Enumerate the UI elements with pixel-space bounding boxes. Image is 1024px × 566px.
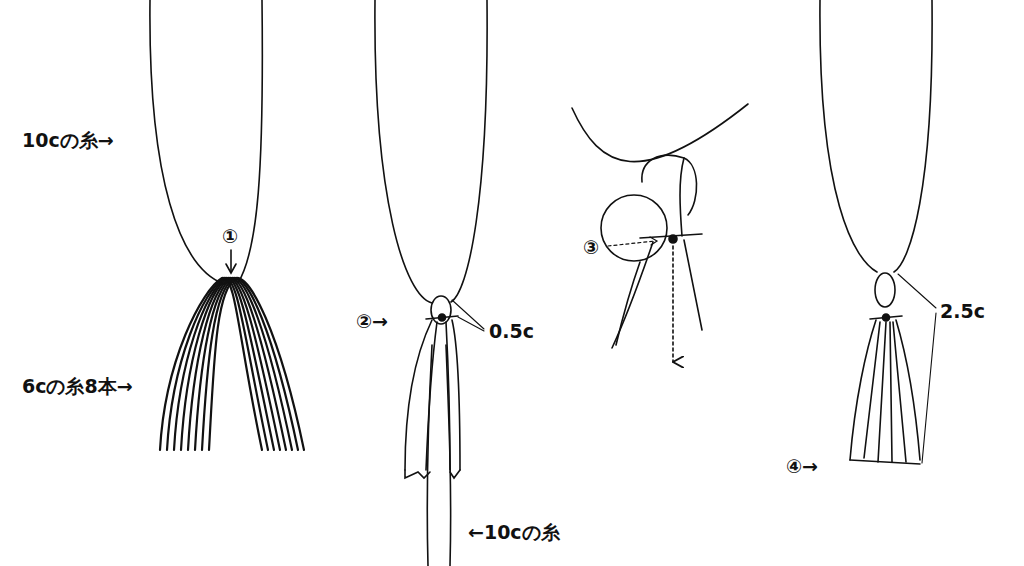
thread-10c bbox=[150, 0, 224, 284]
tassel-fringe bbox=[850, 460, 920, 464]
tassel-strand bbox=[616, 262, 640, 345]
tassel-strand bbox=[684, 240, 702, 330]
dimension: 0.5c bbox=[489, 322, 534, 341]
wrap-loop bbox=[601, 195, 667, 261]
knot-dot bbox=[883, 314, 890, 321]
callout-number: ④→ bbox=[786, 457, 818, 476]
tassel-fringe bbox=[405, 470, 460, 478]
loop bbox=[875, 273, 895, 307]
callout-number: ②→ bbox=[356, 312, 388, 331]
knot-loop bbox=[642, 155, 697, 215]
tassel-strand bbox=[890, 322, 892, 462]
knot-dot bbox=[439, 314, 446, 321]
tassel-strand bbox=[612, 242, 653, 348]
part-label: 10cの糸→ bbox=[22, 131, 114, 150]
knot-loop bbox=[680, 158, 684, 236]
callout-number: ① bbox=[222, 227, 238, 246]
tassel-strand bbox=[893, 322, 906, 462]
tassel-strands bbox=[864, 322, 906, 462]
thread-10c bbox=[238, 0, 262, 283]
tassel-outline bbox=[452, 320, 460, 470]
thread-10c bbox=[894, 0, 932, 272]
dimension: 2.5c bbox=[940, 302, 985, 321]
part-label: 6cの糸8本→ bbox=[22, 377, 133, 396]
dimension-leader bbox=[452, 300, 484, 331]
part-label: ←10cの糸 bbox=[468, 523, 560, 542]
knot-dot bbox=[669, 235, 677, 243]
strands-6c bbox=[160, 278, 304, 450]
strand-6c bbox=[202, 278, 298, 450]
thread-10c bbox=[572, 104, 748, 162]
thread-10c bbox=[446, 345, 451, 566]
thread-10c bbox=[427, 345, 432, 566]
tassel-strand bbox=[864, 322, 880, 458]
pointer-arrow bbox=[230, 250, 232, 272]
pull-arrow bbox=[672, 246, 674, 362]
callout-number: ③ bbox=[583, 238, 599, 257]
strand-6c bbox=[209, 278, 304, 450]
dimension-leader bbox=[898, 274, 936, 463]
pointer-arrowhead bbox=[650, 237, 657, 245]
pointer-arrow bbox=[608, 241, 655, 246]
thread-10c bbox=[451, 0, 487, 302]
thread-10c bbox=[375, 0, 432, 303]
thread-10c bbox=[820, 0, 877, 272]
tassel-strand bbox=[878, 322, 886, 462]
pointer-arrowhead bbox=[226, 264, 236, 273]
loop bbox=[431, 296, 451, 324]
